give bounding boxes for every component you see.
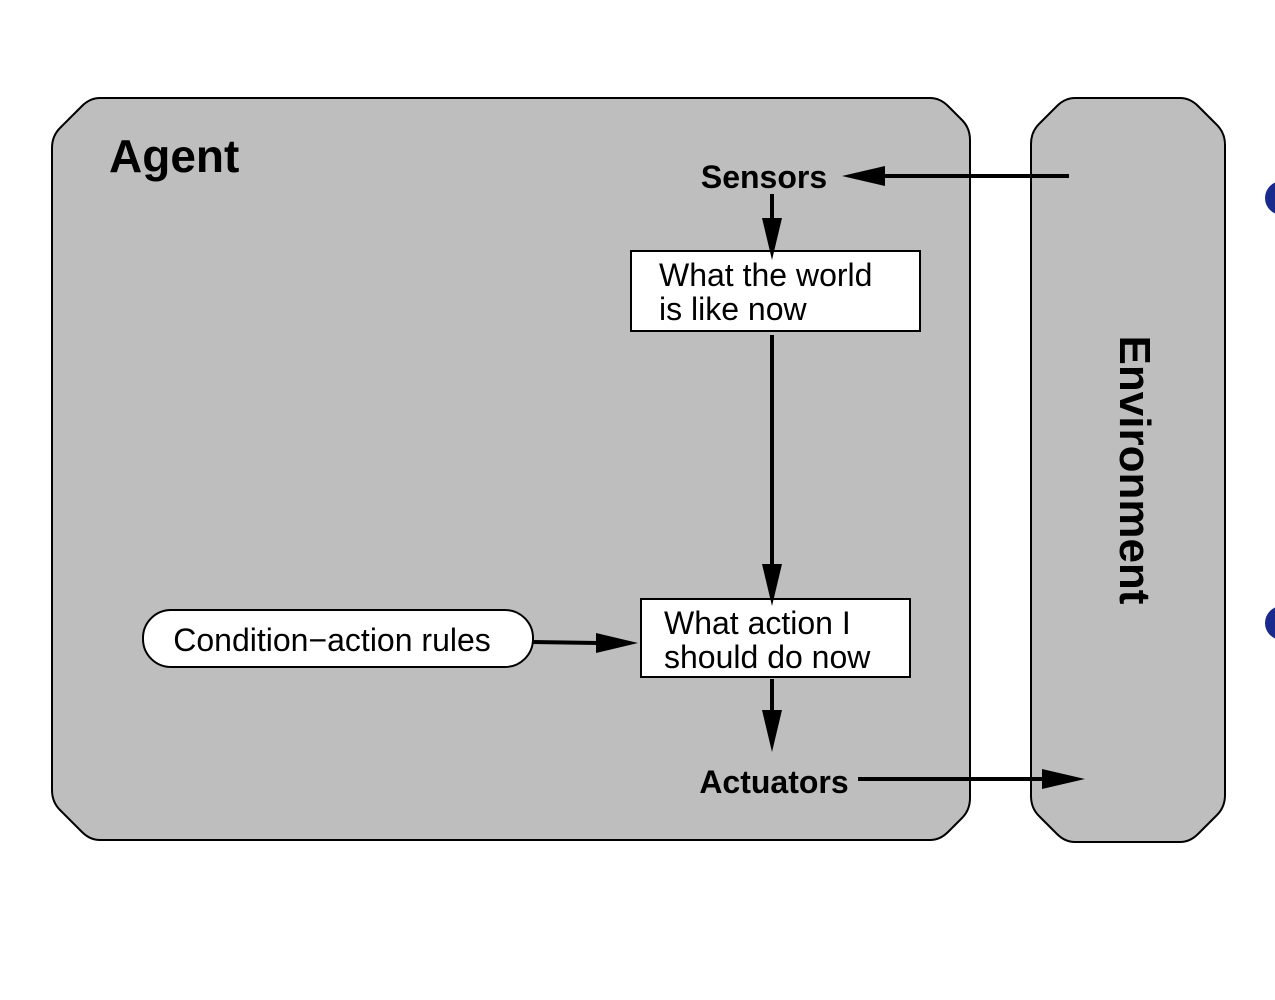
- action-box: [640, 598, 911, 678]
- rules-box: [142, 609, 534, 668]
- sensors-to-world-arrowhead: [762, 218, 782, 260]
- world-state-line2: is like now: [659, 291, 808, 327]
- world-state-box: [630, 250, 921, 332]
- rules-to-action-arrow: [532, 640, 599, 645]
- action-line2: should do now: [664, 639, 871, 675]
- agent-title: Agent: [109, 130, 239, 182]
- bullet-marker-1: [1265, 182, 1275, 214]
- environment-title: Environment: [1110, 336, 1159, 605]
- bullet-marker-2: [1265, 607, 1275, 639]
- env-to-sensors-arrowhead: [842, 166, 885, 186]
- rules-to-action-arrowhead: [596, 633, 638, 653]
- agent-panel: [51, 97, 971, 841]
- world-to-action-arrowhead: [762, 564, 782, 606]
- sensors-label: Sensors: [701, 159, 827, 195]
- action-to-actuators-arrowhead: [762, 710, 782, 752]
- action-line1: What action I: [664, 605, 851, 641]
- rules-label: Condition−action rules: [173, 622, 491, 658]
- actuators-label: Actuators: [699, 764, 848, 800]
- actuators-to-env-arrowhead: [1042, 769, 1085, 789]
- environment-panel: [1030, 97, 1226, 843]
- world-state-line1: What the world: [659, 257, 872, 293]
